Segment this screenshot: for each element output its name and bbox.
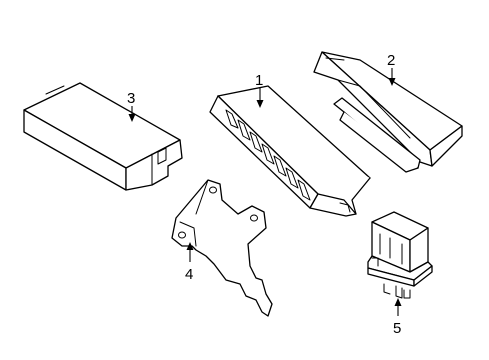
callout-5: 5 <box>393 298 402 337</box>
callout-5-label: 5 <box>393 320 401 337</box>
part-3-box <box>23 82 183 191</box>
part-1-relay-block <box>209 85 371 217</box>
callout-4-label: 4 <box>185 266 193 283</box>
part-2-cover <box>313 51 463 173</box>
callout-2: 2 <box>387 52 396 86</box>
callout-4: 4 <box>185 242 194 283</box>
part-4-bracket <box>171 179 273 317</box>
callout-2-label: 2 <box>387 52 395 69</box>
part-5-relay <box>367 211 433 299</box>
callout-3-label: 3 <box>127 90 135 107</box>
callout-1-label: 1 <box>255 72 263 89</box>
callout-3: 3 <box>127 90 136 122</box>
callout-1: 1 <box>255 72 264 108</box>
